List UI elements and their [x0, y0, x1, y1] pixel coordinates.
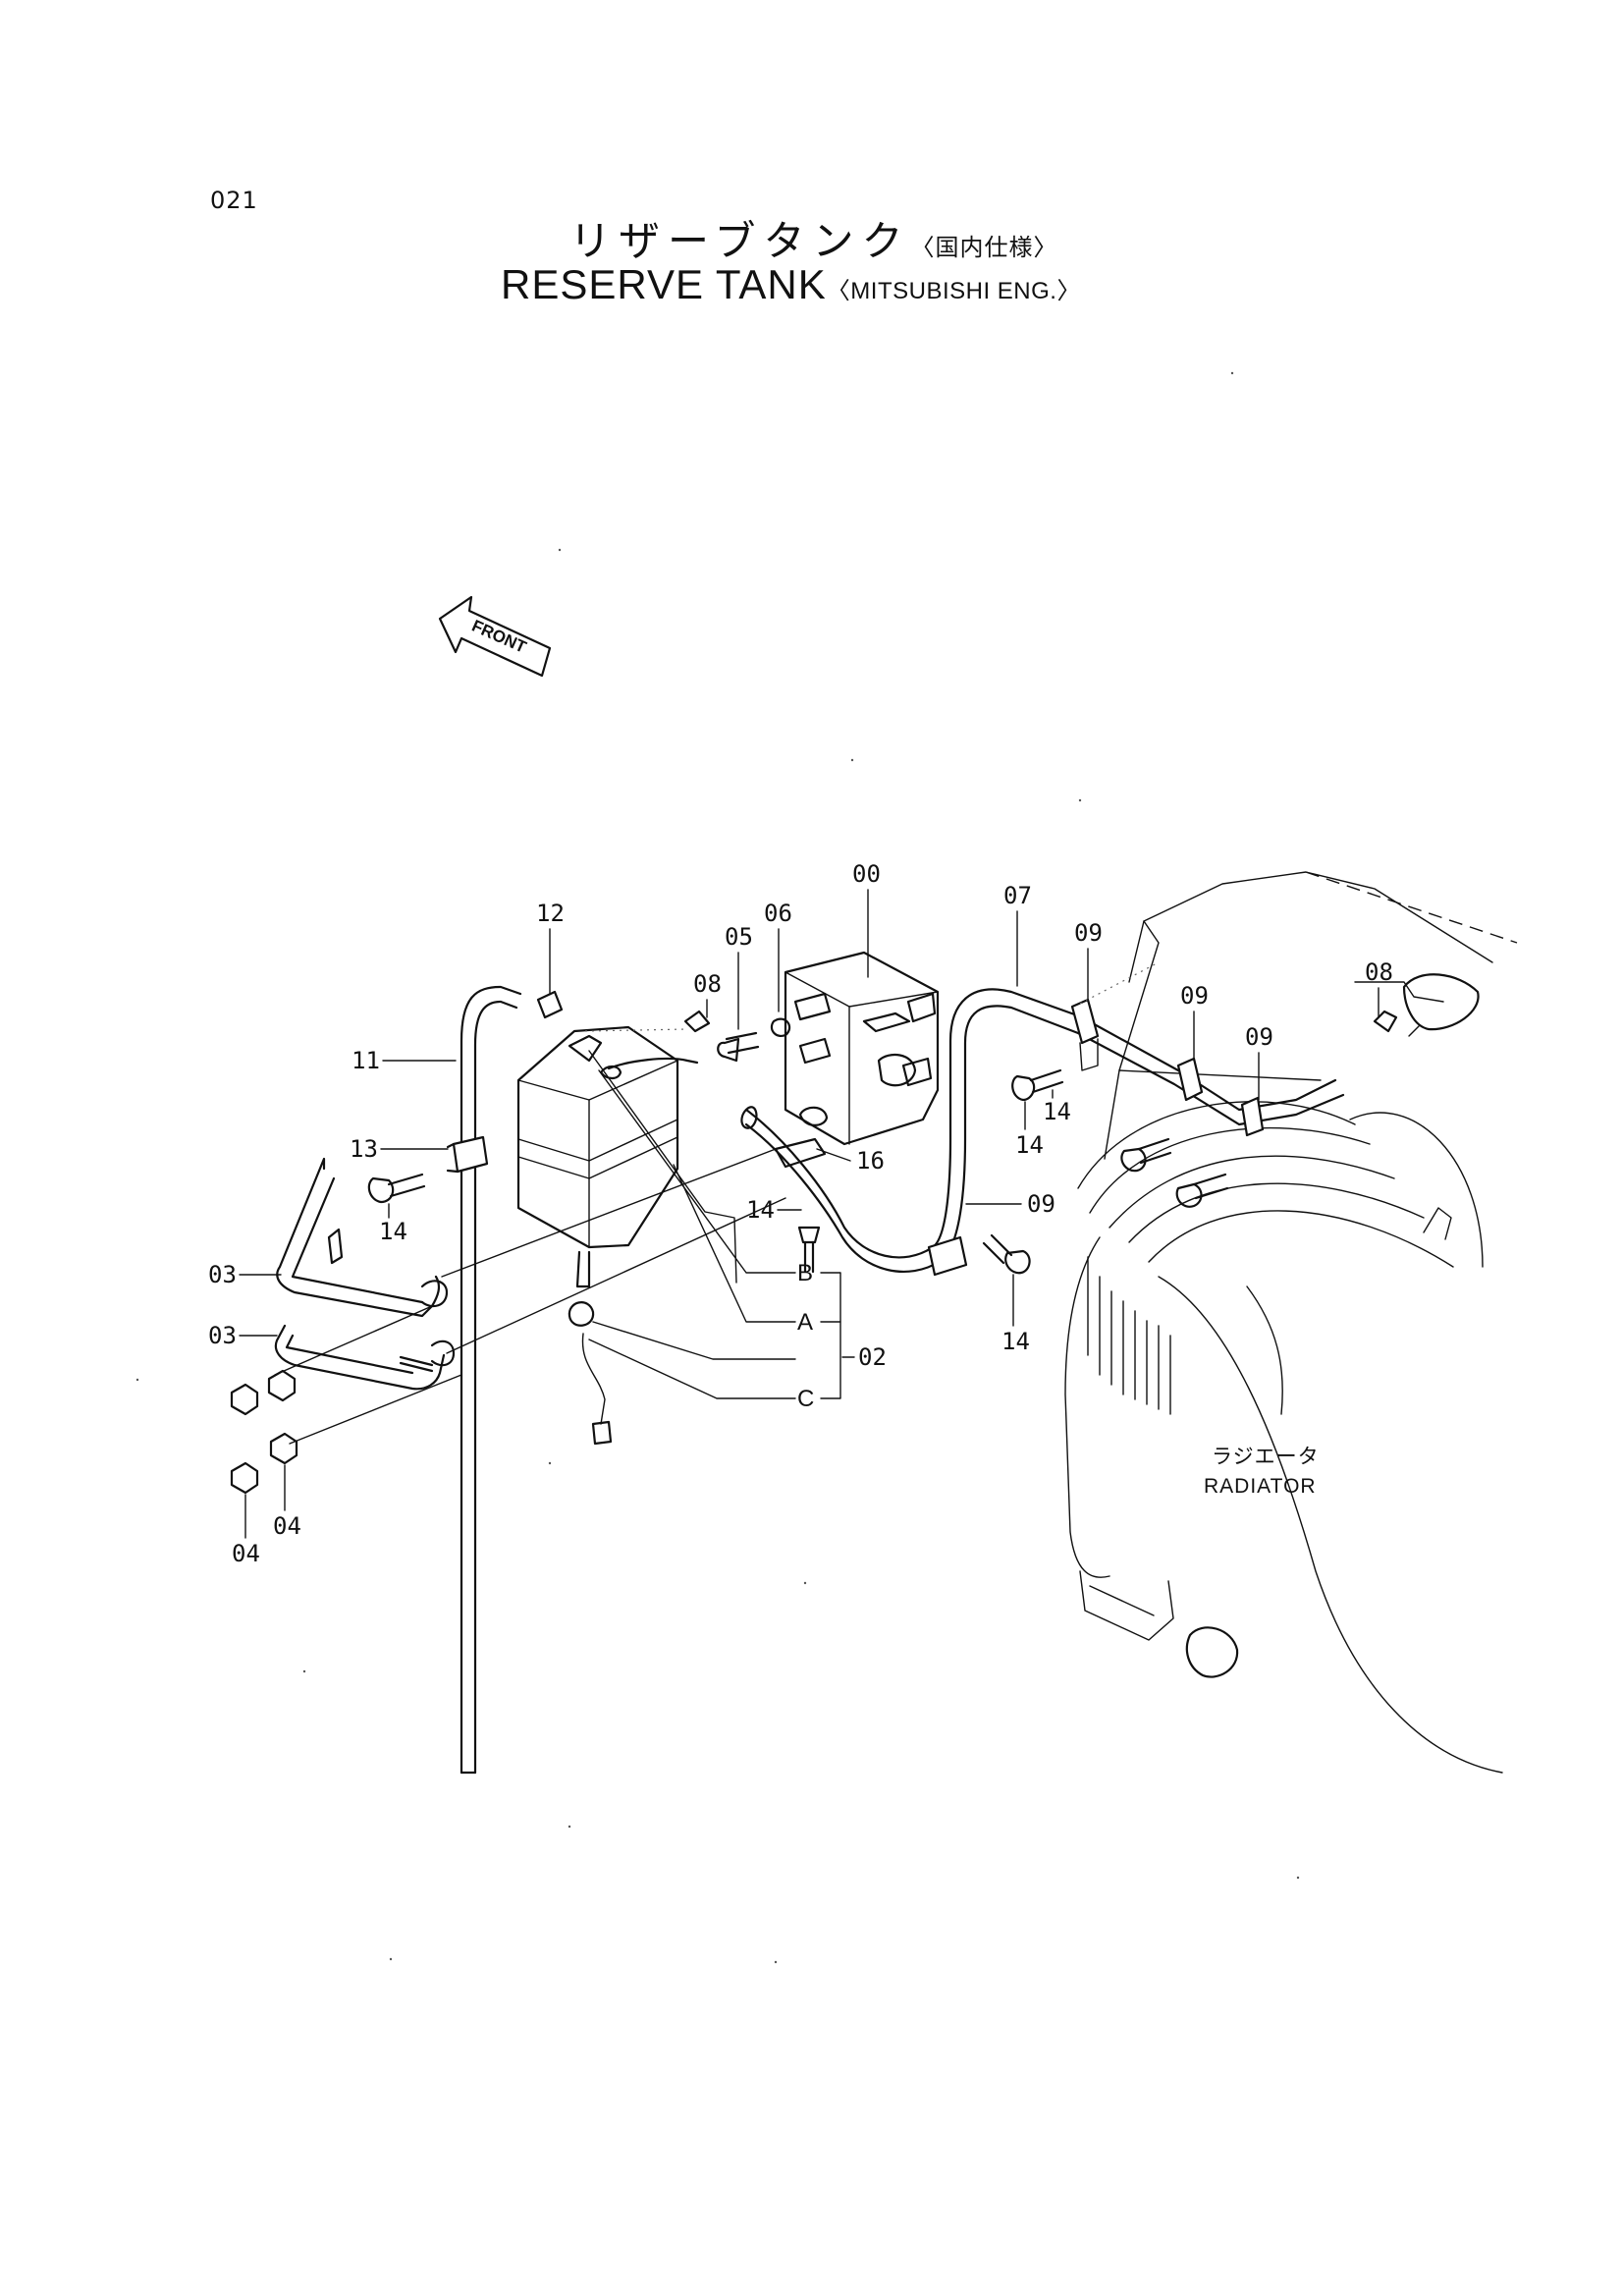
callout-04-left: 04: [232, 1540, 260, 1567]
overflow-pipe: [446, 985, 522, 1775]
callout-09-a: 09: [1074, 919, 1103, 947]
hose-ref-a: A: [797, 1309, 813, 1336]
callout-04-right: 04: [273, 1512, 301, 1540]
title-jp-spec: 〈国内仕様〉: [910, 234, 1058, 261]
radiator-assembly: ラジエータ RADIATOR: [1064, 871, 1518, 1774]
callout-16: 16: [856, 1147, 885, 1175]
bolts: [367, 1068, 1229, 1275]
title-jp-main: リザーブタンク: [569, 217, 911, 265]
front-arrow-icon: FRONT: [438, 595, 552, 678]
callout-09-b: 09: [1180, 982, 1209, 1010]
callout-14-center: 14: [746, 1196, 775, 1224]
reserve-tank: [516, 1025, 679, 1446]
radiator-label-en: RADIATOR: [1204, 1475, 1317, 1498]
callout-02: 02: [858, 1343, 887, 1371]
callout-14-right-b: 14: [1001, 1328, 1030, 1355]
callout-09-c: 09: [1245, 1023, 1273, 1051]
title-en-spec: 〈MITSUBISHI ENG.〉: [826, 278, 1081, 304]
hose-ref-c: C: [797, 1386, 814, 1412]
callout-09-d: 09: [1027, 1190, 1055, 1218]
callout-05: 05: [725, 923, 753, 951]
title-en-main: RESERVE TANK: [501, 261, 827, 307]
callout-11: 11: [352, 1047, 380, 1074]
callout-14-left: 14: [379, 1218, 407, 1245]
callout-07: 07: [1003, 882, 1032, 909]
nuts: [230, 1369, 298, 1495]
callout-12: 12: [536, 900, 565, 927]
mounting-bracket: [774, 951, 940, 1169]
callout-14-right-a: 14: [1015, 1131, 1044, 1159]
page-number: 021: [210, 187, 258, 214]
radiator-label-jp: ラジエータ: [1212, 1446, 1320, 1468]
part-callouts: 00 05 06 07 08 08 09 09 09 09 11 12 13: [208, 860, 1393, 1567]
hose-reference-bracket: B A C: [588, 1050, 841, 1412]
callout-13: 13: [350, 1135, 378, 1163]
tank-bands: [274, 1148, 786, 1445]
scan-specks: [135, 371, 1300, 1964]
callout-03-upper: 03: [208, 1261, 237, 1288]
title-english: RESERVE TANK〈MITSUBISHI ENG.〉: [501, 261, 1081, 308]
reference-dot-line: [1079, 961, 1160, 1005]
hoses-and-clamps: [536, 988, 1398, 1277]
hose-ref-b: B: [797, 1260, 813, 1286]
callout-14-right-c: 14: [1043, 1098, 1071, 1125]
callout-06: 06: [764, 900, 792, 927]
callout-08-right: 08: [1365, 958, 1393, 986]
callout-08-left: 08: [693, 970, 722, 998]
title-japanese: リザーブタンク〈国内仕様〉: [569, 208, 1057, 268]
callout-00: 00: [852, 860, 881, 888]
callout-03-lower: 03: [208, 1322, 237, 1349]
front-arrow-label: FRONT: [469, 617, 530, 657]
bolt-and-washer: [717, 1017, 791, 1063]
